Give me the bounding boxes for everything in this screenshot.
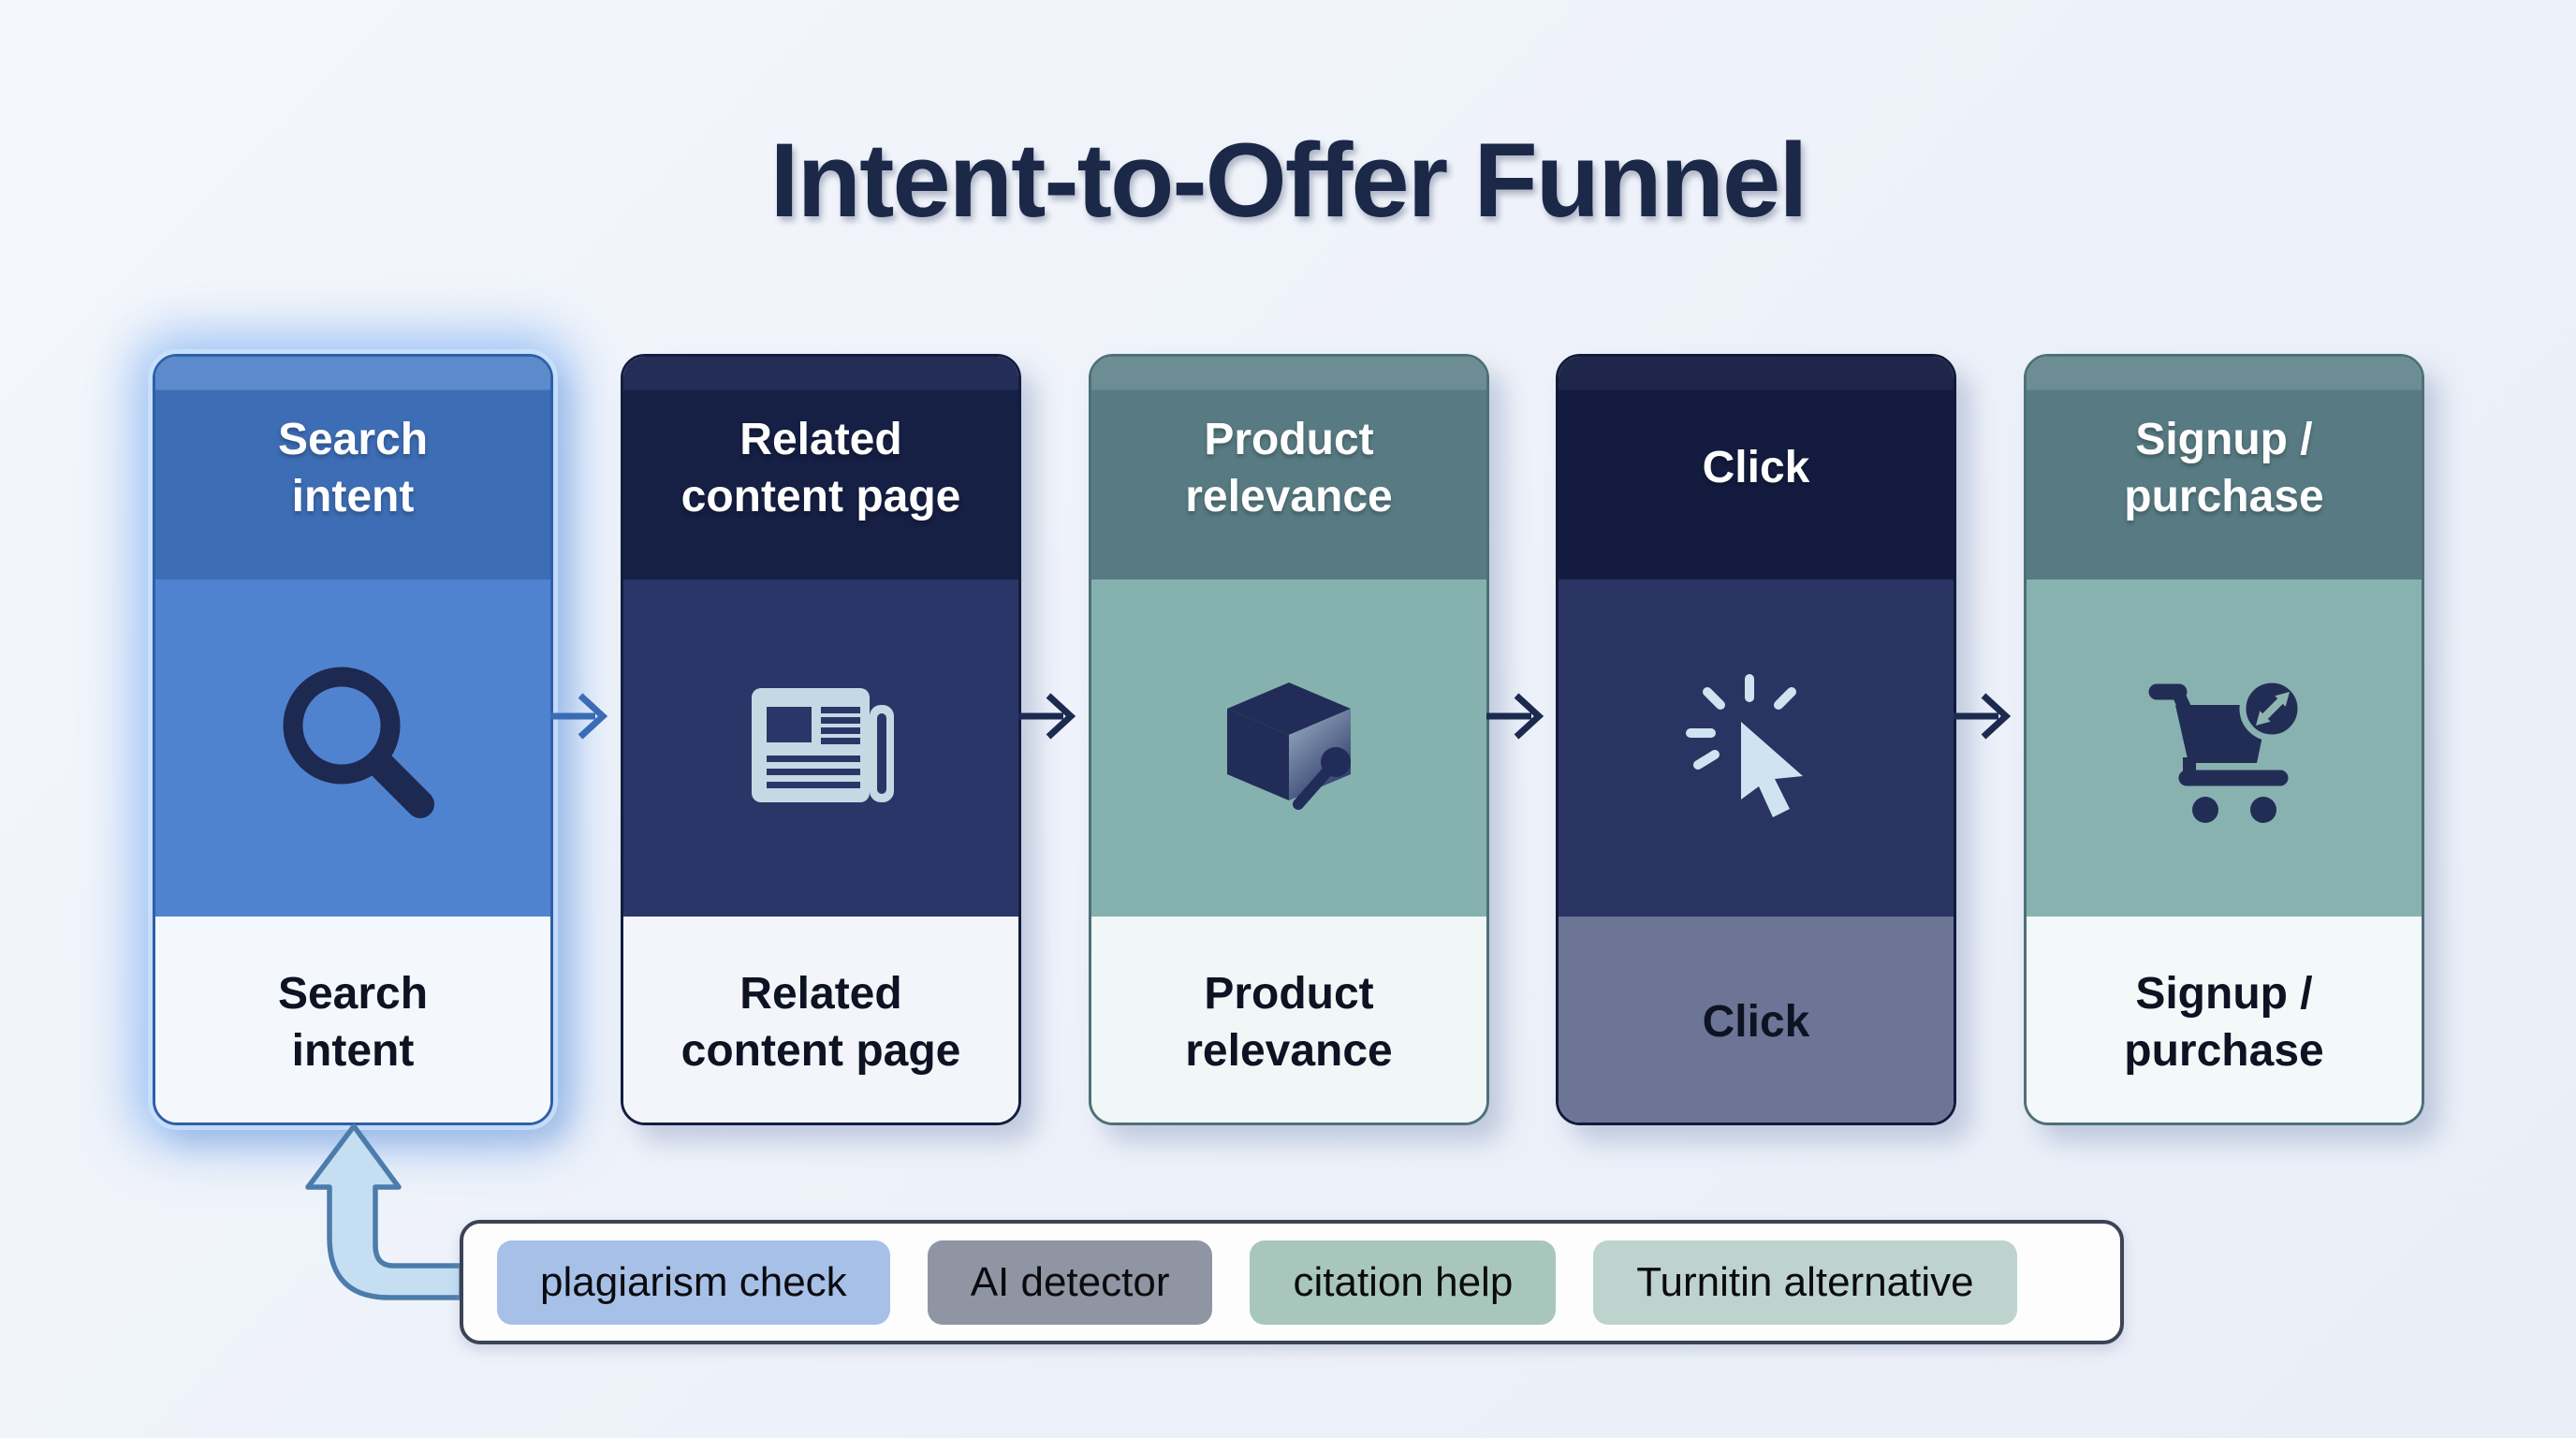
magnifier-icon xyxy=(259,653,446,844)
stage-header-label: Click xyxy=(1702,443,1810,493)
stage-card-product-relevance: Product relevance xyxy=(1089,354,1489,1125)
stage-card-signup-purchase: Signup / purchase Sig xyxy=(2024,354,2424,1125)
stage-body-product-relevance xyxy=(1091,580,1486,917)
stage-body-click xyxy=(1559,580,1954,917)
flow-arrow-icon xyxy=(1954,681,2025,752)
stage-card-related-content-page: Related content page xyxy=(621,354,1021,1125)
stage-header-label: Search intent xyxy=(277,414,429,521)
stage-footer-label: Related content page xyxy=(681,968,961,1076)
stage-footer-click: Click xyxy=(1559,917,1954,1123)
stage-footer-label: Signup / purchase xyxy=(2124,968,2324,1076)
cart-expand-icon xyxy=(2130,653,2318,844)
flow-arrow-icon xyxy=(1018,681,1090,752)
stage-footer-label: Click xyxy=(1702,997,1810,1048)
newspaper-icon xyxy=(727,653,915,844)
stage-footer-search-intent: Search intent xyxy=(155,917,550,1123)
cube-search-icon xyxy=(1195,653,1383,844)
stage-header-click: Click xyxy=(1559,357,1954,580)
flow-arrow-icon xyxy=(550,681,622,752)
stage-header-related-content-page: Related content page xyxy=(623,357,1018,580)
keyword-bar: plagiarism check AI detector citation he… xyxy=(460,1220,2124,1344)
stage-footer-label: Product relevance xyxy=(1185,968,1393,1076)
stage-body-signup-purchase xyxy=(2027,580,2422,917)
stage-footer-label: Search intent xyxy=(277,968,429,1076)
keyword-tag-turnitin-alternative: Turnitin alternative xyxy=(1593,1240,2017,1325)
stage-card-search-intent: Search intent Search intent xyxy=(153,354,553,1125)
stage-footer-product-relevance: Product relevance xyxy=(1091,917,1486,1123)
stage-header-signup-purchase: Signup / purchase xyxy=(2027,357,2422,580)
stage-header-label: Product relevance xyxy=(1185,414,1393,521)
stage-header-label: Related content page xyxy=(681,414,961,521)
stage-footer-related-content-page: Related content page xyxy=(623,917,1018,1123)
stage-header-label: Signup / purchase xyxy=(2124,414,2324,521)
stage-footer-signup-purchase: Signup / purchase xyxy=(2027,917,2422,1123)
page-title: Intent-to-Offer Funnel xyxy=(769,122,1808,239)
keywords-to-search-intent-arrow-icon xyxy=(281,1116,477,1313)
keyword-tag-ai-detector: AI detector xyxy=(927,1240,1213,1325)
stage-card-click: Click Click xyxy=(1556,354,1956,1125)
stage-header-product-relevance: Product relevance xyxy=(1091,357,1486,580)
keyword-tag-plagiarism-check: plagiarism check xyxy=(497,1240,890,1325)
flow-arrow-icon xyxy=(1486,681,1558,752)
stage-header-search-intent: Search intent xyxy=(155,357,550,580)
stage-body-search-intent xyxy=(155,580,550,917)
stage-body-related-content-page xyxy=(623,580,1018,917)
cursor-click-icon xyxy=(1662,653,1850,844)
keyword-tag-citation-help: citation help xyxy=(1250,1240,1557,1325)
